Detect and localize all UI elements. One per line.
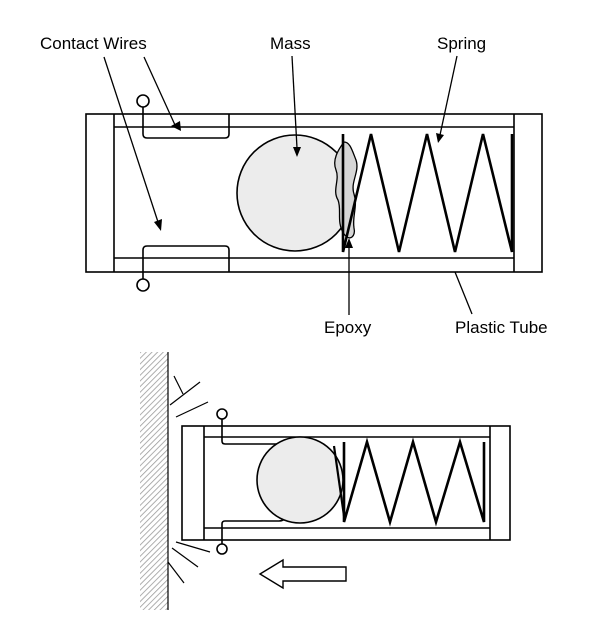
mass-bottom xyxy=(256,436,344,524)
wall xyxy=(140,352,168,610)
top-assembly xyxy=(85,94,543,292)
contact-wire-bottom xyxy=(136,245,230,292)
tube-outline xyxy=(85,113,543,273)
contact-wire-top-bottom xyxy=(216,408,288,449)
label-contact-wires: Contact Wires xyxy=(40,34,147,53)
leader-mass xyxy=(291,55,301,157)
annotations: Contact Wires Mass Spring Epoxy Plastic … xyxy=(40,34,548,337)
arrow-left-icon xyxy=(258,558,347,590)
label-plastic-tube: Plastic Tube xyxy=(455,318,548,337)
leader-plastic-tube xyxy=(454,271,473,315)
spring xyxy=(341,133,514,253)
spring-bottom xyxy=(342,437,486,527)
leader-contact-wires-top xyxy=(143,56,181,131)
contact-wire-bottom-bottom xyxy=(216,516,288,555)
epoxy-bottom xyxy=(332,445,346,517)
contact-wire-top xyxy=(136,94,230,139)
label-mass: Mass xyxy=(270,34,311,53)
tube-outline-bottom xyxy=(181,425,511,541)
label-epoxy: Epoxy xyxy=(324,318,372,337)
leader-spring xyxy=(436,55,458,143)
leader-epoxy xyxy=(345,238,353,315)
impact-lines-icon xyxy=(167,375,211,584)
label-spring: Spring xyxy=(437,34,486,53)
bottom-assembly xyxy=(140,352,511,610)
leader-contact-wires-bottom xyxy=(103,56,162,231)
